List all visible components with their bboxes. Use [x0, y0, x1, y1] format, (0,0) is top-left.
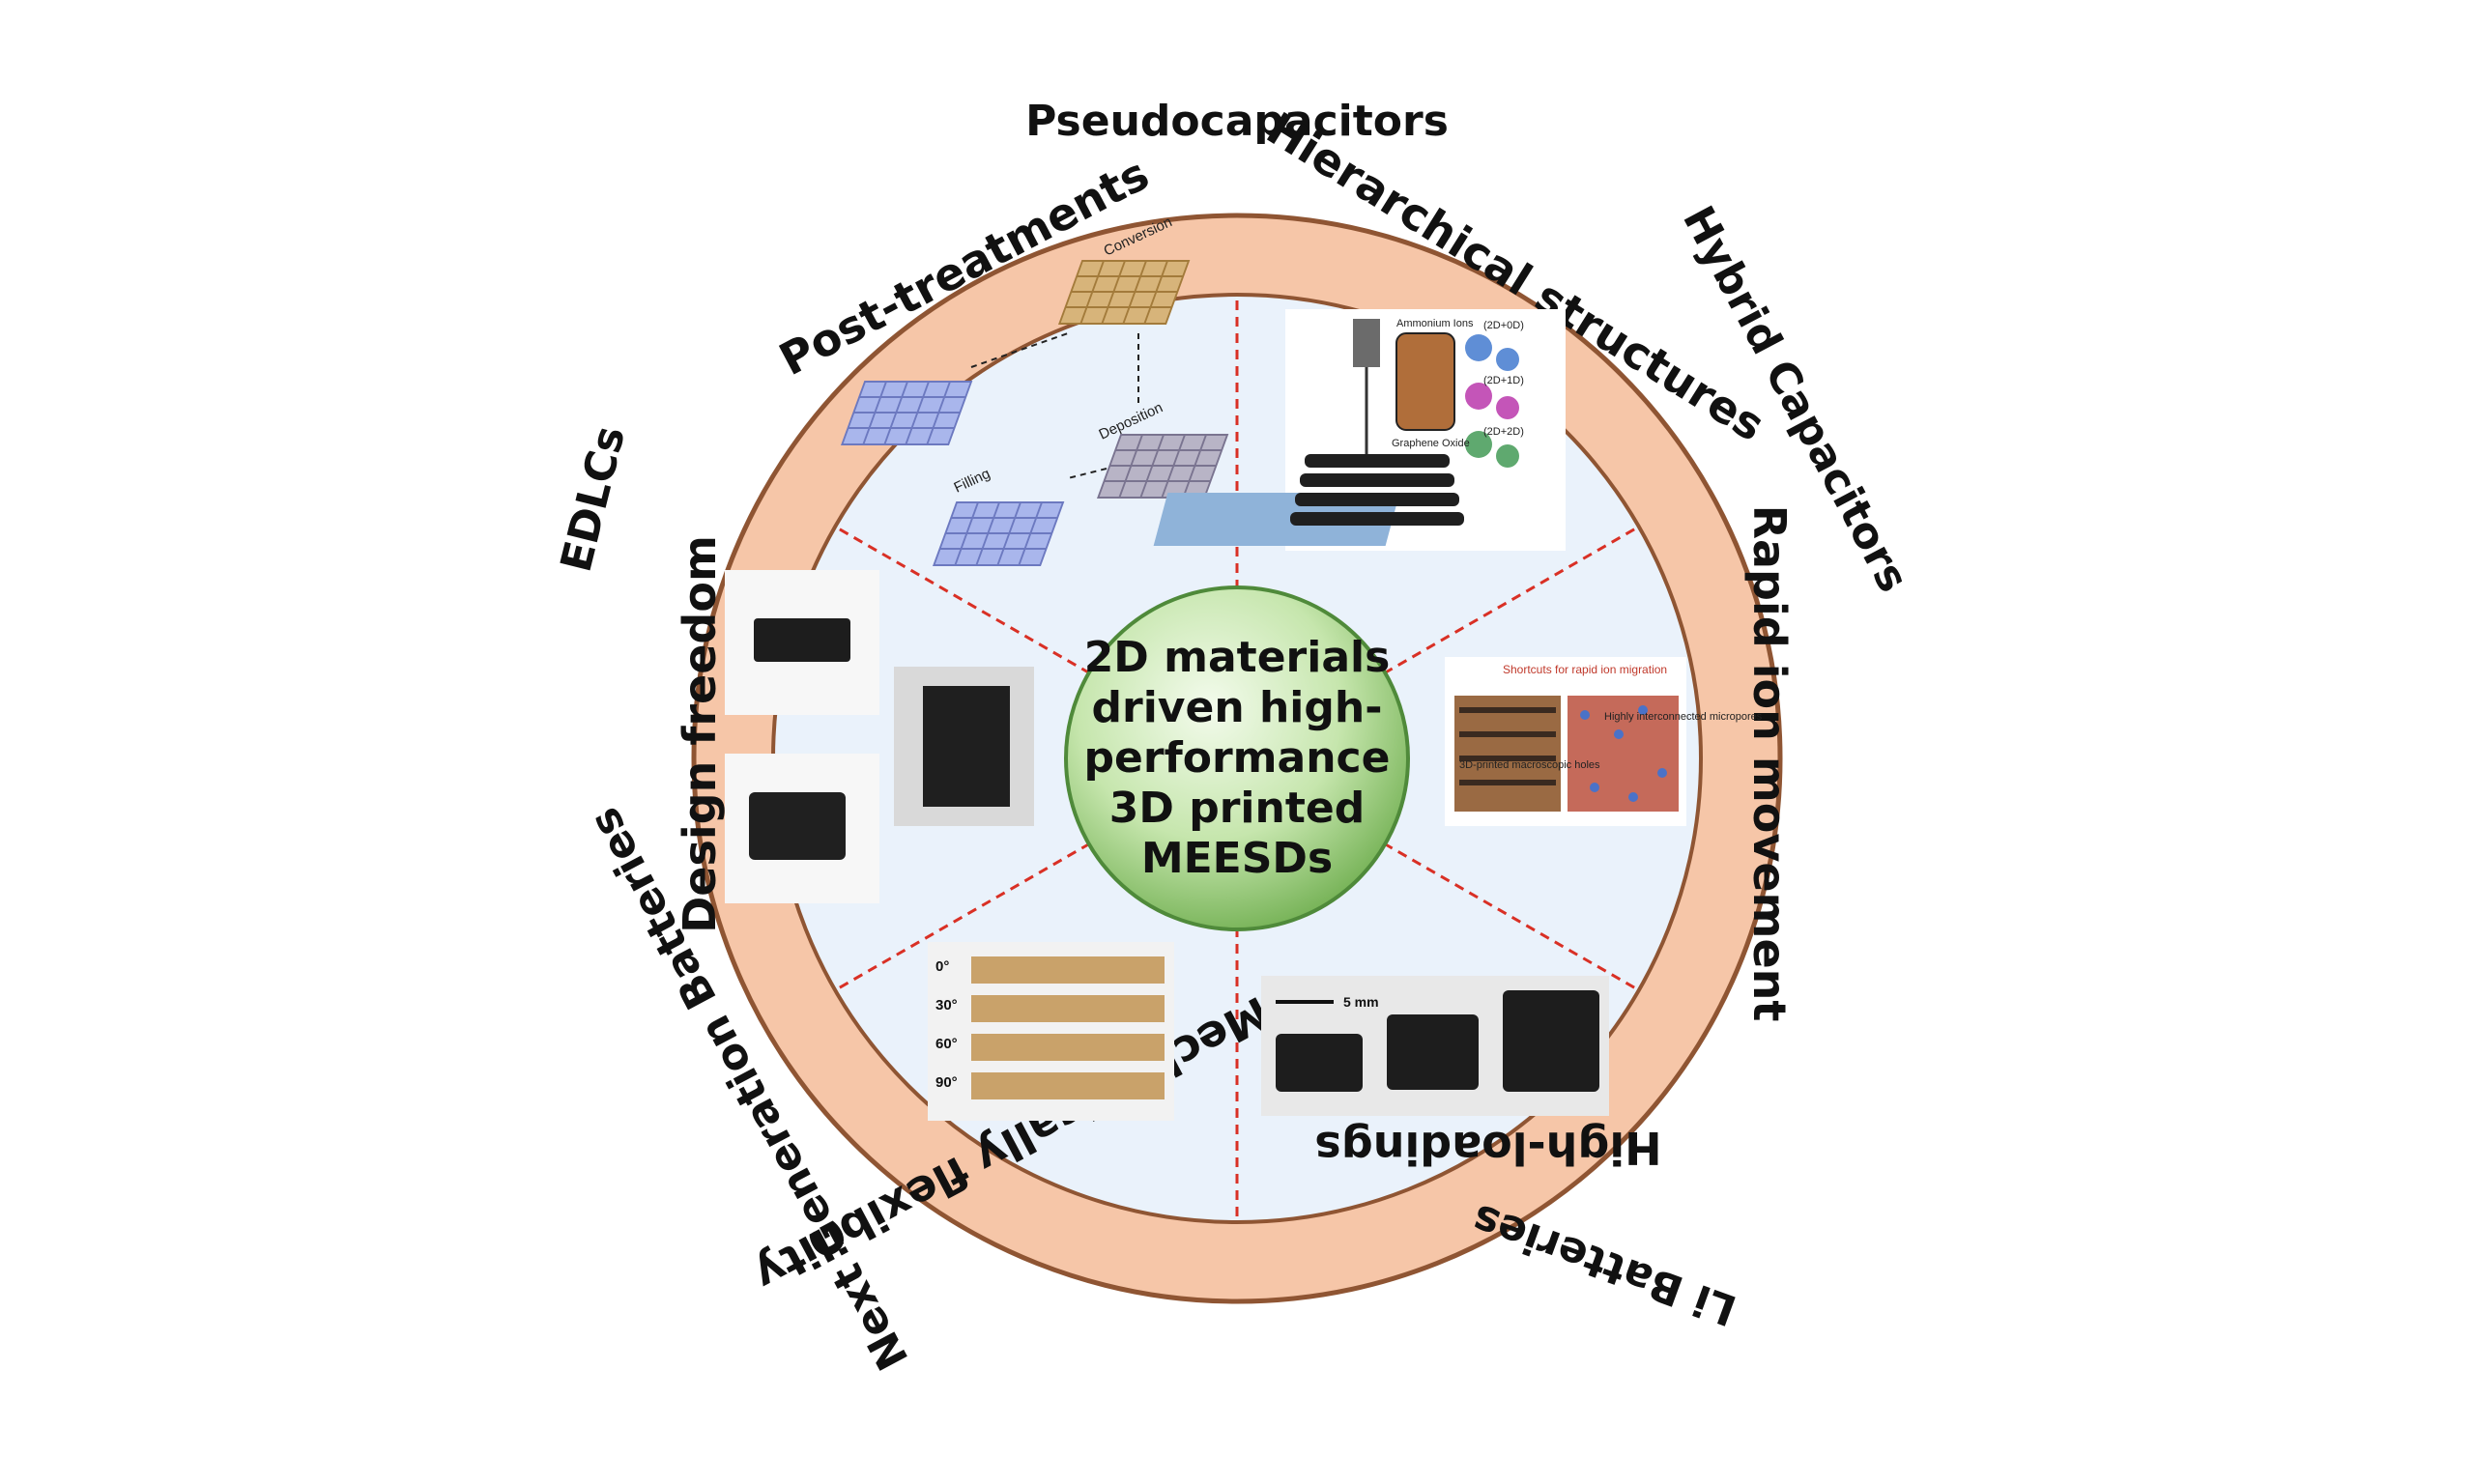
- label-shortcuts: Shortcuts for rapid ion migration: [1503, 663, 1667, 676]
- label-2d-2d: (2D+2D): [1483, 426, 1524, 438]
- ring-label-edlcs: EDLCs: [552, 421, 636, 577]
- angle-label-60: 60°: [935, 1036, 958, 1052]
- segment-title-design-freedom: Design freedom: [674, 535, 726, 933]
- label-micropores: Highly interconnected micropores: [1604, 711, 1763, 723]
- ring-label-li-batteries: Li Batteries: [1466, 1194, 1743, 1335]
- label-macroscopic-holes: 3D-printed macroscopic holes: [1459, 759, 1600, 771]
- arrow-to-filling: [1067, 468, 1108, 479]
- lattice-start: [840, 381, 973, 445]
- rapid-ion-movement-image: Shortcuts for rapid ion migration 3D-pri…: [1445, 657, 1763, 826]
- center-core: 2D materials driven high- performance 3D…: [1064, 585, 1410, 931]
- segment-title-rapid-ion-movement: Rapid ion movement: [1743, 505, 1796, 1022]
- angle-label-90: 90°: [935, 1074, 958, 1091]
- angle-label-0: 0°: [935, 958, 949, 975]
- center-line-3: performance: [1084, 733, 1391, 783]
- lattice-filling: [932, 501, 1065, 566]
- mechanically-flexibility-image: 0° 30° 60° 90°: [928, 942, 1174, 1121]
- label-2d-0d: (2D+0D): [1483, 320, 1524, 331]
- center-line-5: MEESDs: [1141, 834, 1333, 883]
- segment-title-high-loadings: High-loadings: [1314, 1122, 1661, 1174]
- scale-bar-label: 5 mm: [1343, 994, 1379, 1010]
- center-line-4: 3D printed: [1109, 784, 1365, 833]
- label-2d-1d: (2D+1D): [1483, 375, 1524, 386]
- lattice-deposition: [1096, 434, 1229, 499]
- ring-label-pseudocapacitors: Pseudocapacitors: [1025, 97, 1449, 146]
- lattice-conversion: [1057, 260, 1191, 325]
- angle-label-30: 30°: [935, 997, 958, 1013]
- label-ammonium-ions: Ammonium Ions: [1396, 318, 1474, 329]
- hierarchical-structures-image: Ammonium Ions Graphene Oxide (2D+0D) (2D…: [1153, 309, 1566, 551]
- center-line-2: driven high-: [1092, 683, 1383, 732]
- center-circle: [1064, 585, 1410, 931]
- design-freedom-images: [725, 570, 1034, 903]
- post-treatments-illustration: Conversion Deposition Filling: [840, 214, 1229, 566]
- center-line-1: 2D materials: [1084, 633, 1391, 682]
- high-loadings-image: 5 mm: [1261, 976, 1609, 1116]
- arrow-to-conversion: [970, 332, 1069, 368]
- label-graphene-oxide: Graphene Oxide: [1392, 438, 1470, 449]
